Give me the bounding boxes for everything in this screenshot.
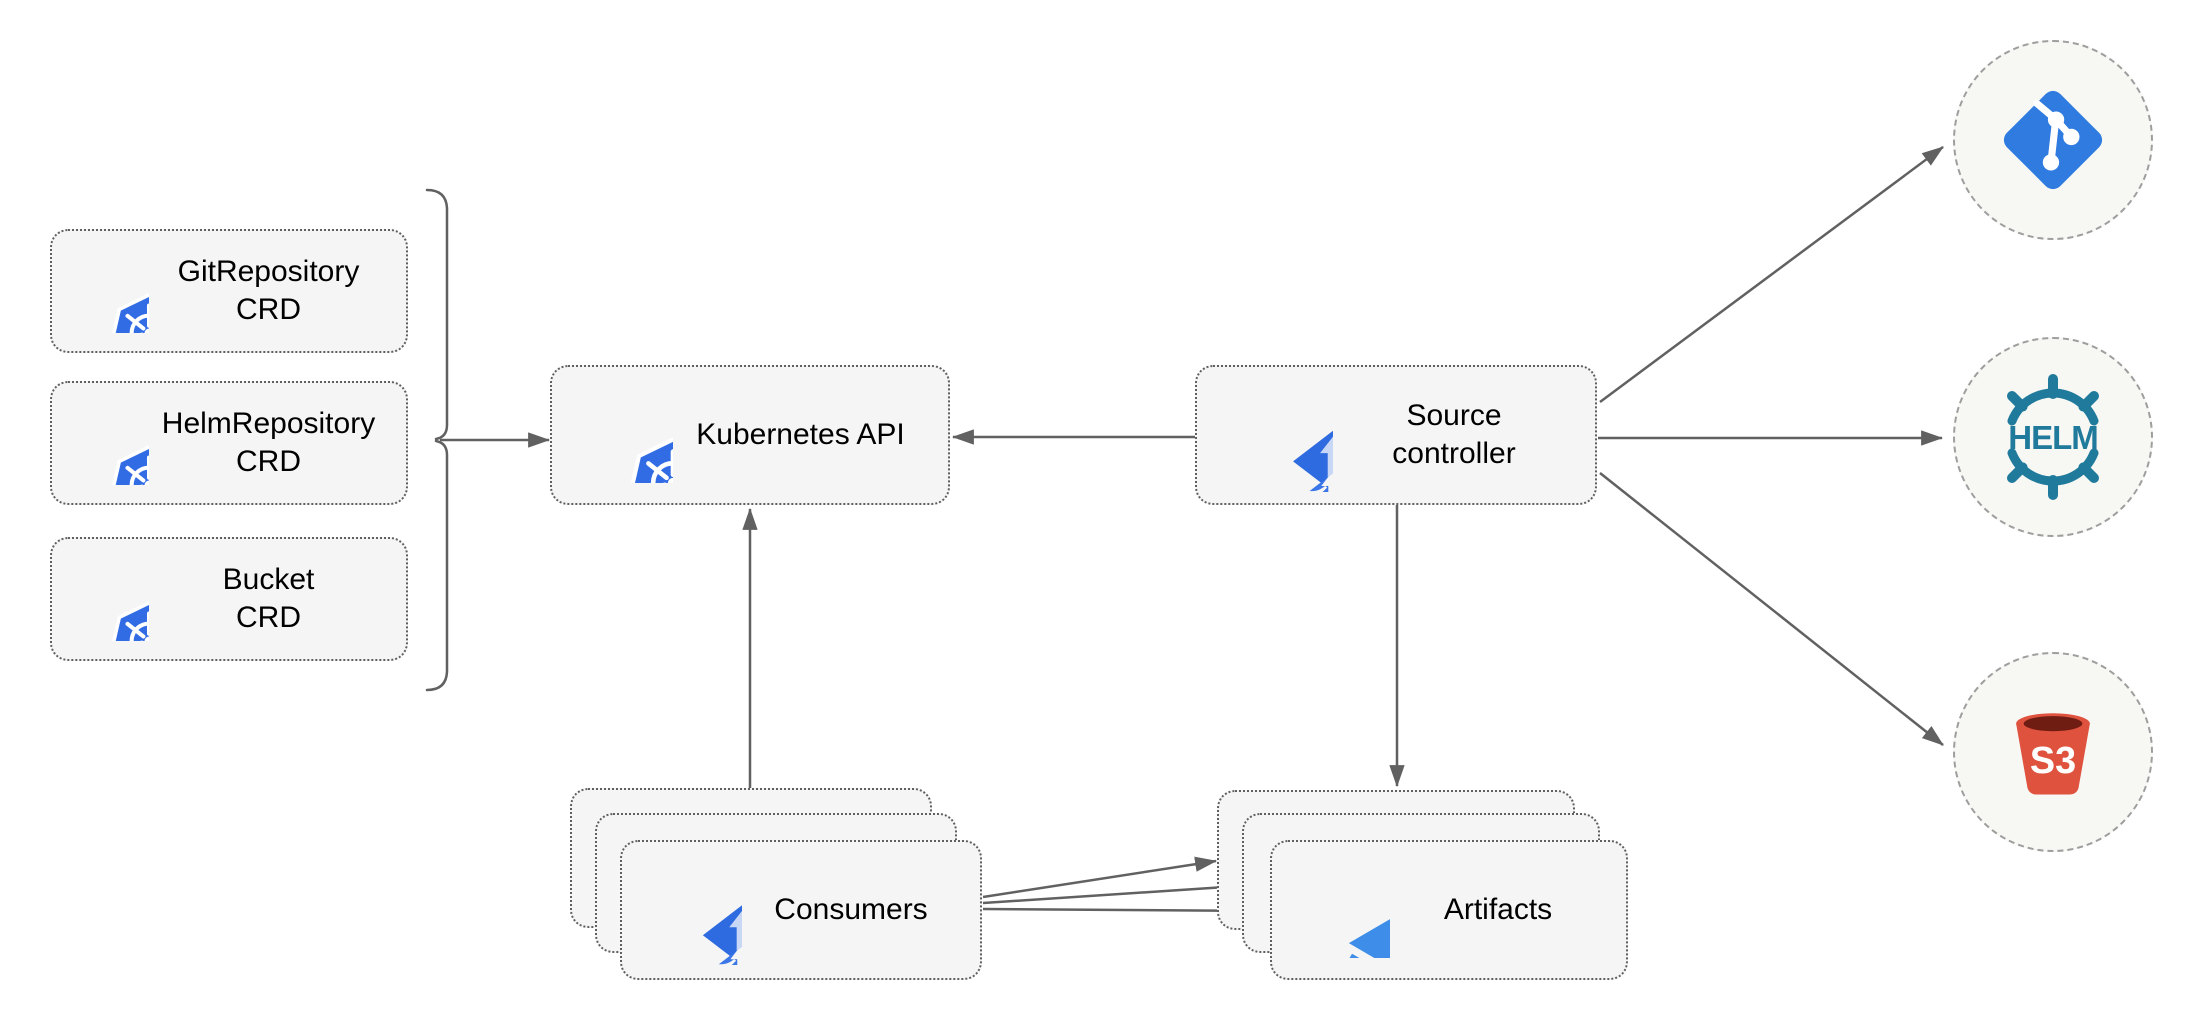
helmrepository-crd-label: HelmRepository CRD — [161, 407, 376, 478]
kubernetes-icon — [577, 387, 673, 483]
helmrepository-crd-node: HelmRepository CRD — [50, 381, 408, 505]
artifacts-label: Artifacts — [1443, 893, 1553, 926]
kubernetes-icon — [65, 557, 149, 641]
kubernetes-api-label: Kubernetes API — [696, 418, 905, 451]
gitrepository-crd-label: GitRepository CRD — [177, 255, 360, 326]
edge-source-controller-to-s3 — [1599, 472, 1944, 746]
gitrepository-crd-node: GitRepository CRD — [50, 229, 408, 353]
helm-logo-text: HELM — [2008, 419, 2098, 456]
kubernetes-icon — [65, 401, 149, 485]
helm-repository-node: HELM — [1953, 337, 2153, 537]
source-controller-label: Source controller — [1392, 399, 1516, 470]
flux-icon — [650, 855, 742, 965]
consumers-label: Consumers — [774, 893, 928, 926]
kubernetes-api-node: Kubernetes API — [550, 365, 950, 505]
crd-group-bracket — [425, 188, 449, 692]
s3-bucket-node: S3 — [1953, 652, 2153, 852]
edge-source-controller-to-git — [1599, 145, 1944, 404]
bucket-crd-label: Bucket CRD — [222, 563, 315, 634]
edge-consumers-to-artifacts-2 — [982, 879, 1243, 905]
consumers-stack: Consumers — [570, 788, 982, 980]
bucket-crd-node: Bucket CRD — [50, 537, 408, 661]
kubernetes-icon — [65, 249, 149, 333]
artifacts-stack: Artifacts — [1217, 790, 1628, 980]
s3-logo-text: S3 — [2030, 740, 2076, 782]
helm-icon: HELM — [2007, 374, 2099, 500]
edge-consumers-to-artifacts-1 — [982, 856, 1218, 899]
layers-icon — [1294, 862, 1390, 958]
consumers-node: Consumers — [620, 840, 982, 980]
artifacts-node: Artifacts — [1270, 840, 1628, 980]
s3-icon: S3 — [2016, 713, 2090, 795]
source-controller-node: Source controller — [1195, 365, 1597, 505]
git-repository-node — [1953, 40, 2153, 240]
git-icon — [2003, 90, 2103, 190]
flux-icon — [1239, 379, 1333, 492]
